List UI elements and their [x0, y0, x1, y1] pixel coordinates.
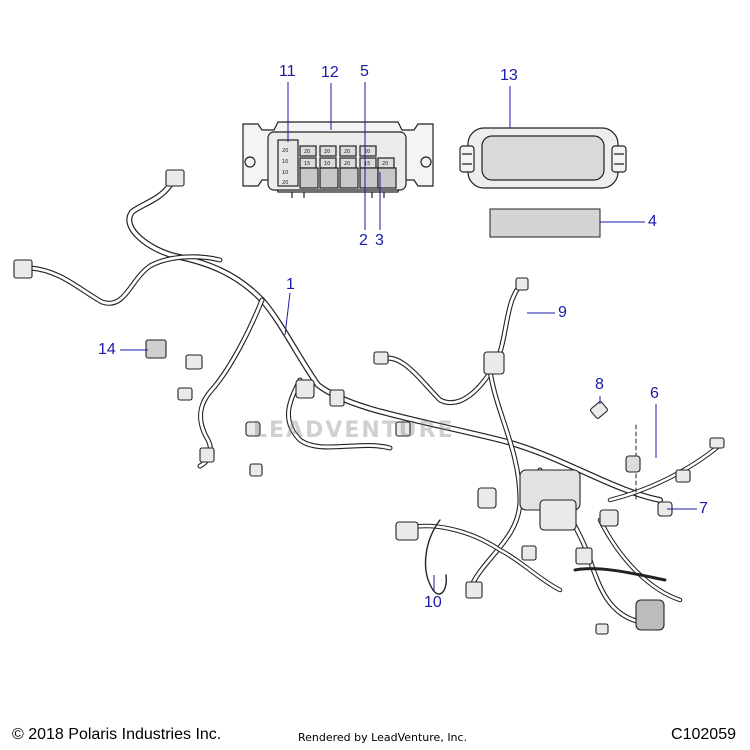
fuse-label: 15	[364, 161, 370, 167]
watermark: LEADVENTURE	[253, 418, 455, 443]
callout-10[interactable]: 10	[424, 594, 442, 611]
callout-2[interactable]: 2	[359, 232, 368, 249]
callout-9[interactable]: 9	[558, 304, 567, 321]
callout-8[interactable]: 8	[595, 376, 604, 393]
callout-13[interactable]: 13	[500, 67, 518, 84]
fuse-box	[242, 121, 434, 198]
fuse-label: 10	[324, 161, 330, 167]
leader-lines	[120, 82, 697, 592]
label-pad	[489, 208, 601, 238]
callout-11[interactable]: 11	[279, 63, 296, 80]
callout-3[interactable]: 3	[375, 232, 384, 249]
fuse-label: 10	[282, 159, 288, 165]
copyright-text: © 2018 Polaris Industries Inc.	[12, 726, 222, 743]
fuse-label: 20	[344, 161, 350, 167]
connectors	[13, 169, 725, 635]
harness-bundles	[27, 182, 723, 625]
fuse-label: 20	[344, 149, 350, 155]
fuse-label: 20	[282, 180, 288, 186]
fuse-label: 20	[364, 149, 370, 155]
fuse-label: 10	[282, 170, 288, 176]
fuse-label: 15	[304, 161, 310, 167]
callout-5[interactable]: 5	[360, 63, 369, 80]
fuse-label: 20	[282, 148, 288, 154]
callout-1[interactable]: 1	[286, 276, 295, 293]
callout-14[interactable]: 14	[98, 341, 116, 358]
fuse-label: 20	[382, 161, 388, 167]
fuse-box-cover	[459, 127, 627, 189]
rendered-by-text: Rendered by LeadVenture, Inc.	[298, 731, 468, 744]
callout-4[interactable]: 4	[648, 213, 657, 230]
callout-12[interactable]: 12	[321, 64, 339, 81]
callout-7[interactable]: 7	[699, 500, 708, 517]
callout-6[interactable]: 6	[650, 385, 659, 402]
fuse-label: 20	[304, 149, 310, 155]
fuse-labels: 20 10 10 20 20 20 20 15 10 20 15 20 20	[282, 148, 388, 186]
drawing-code: C102059	[671, 726, 736, 743]
fuse-label: 20	[324, 149, 330, 155]
